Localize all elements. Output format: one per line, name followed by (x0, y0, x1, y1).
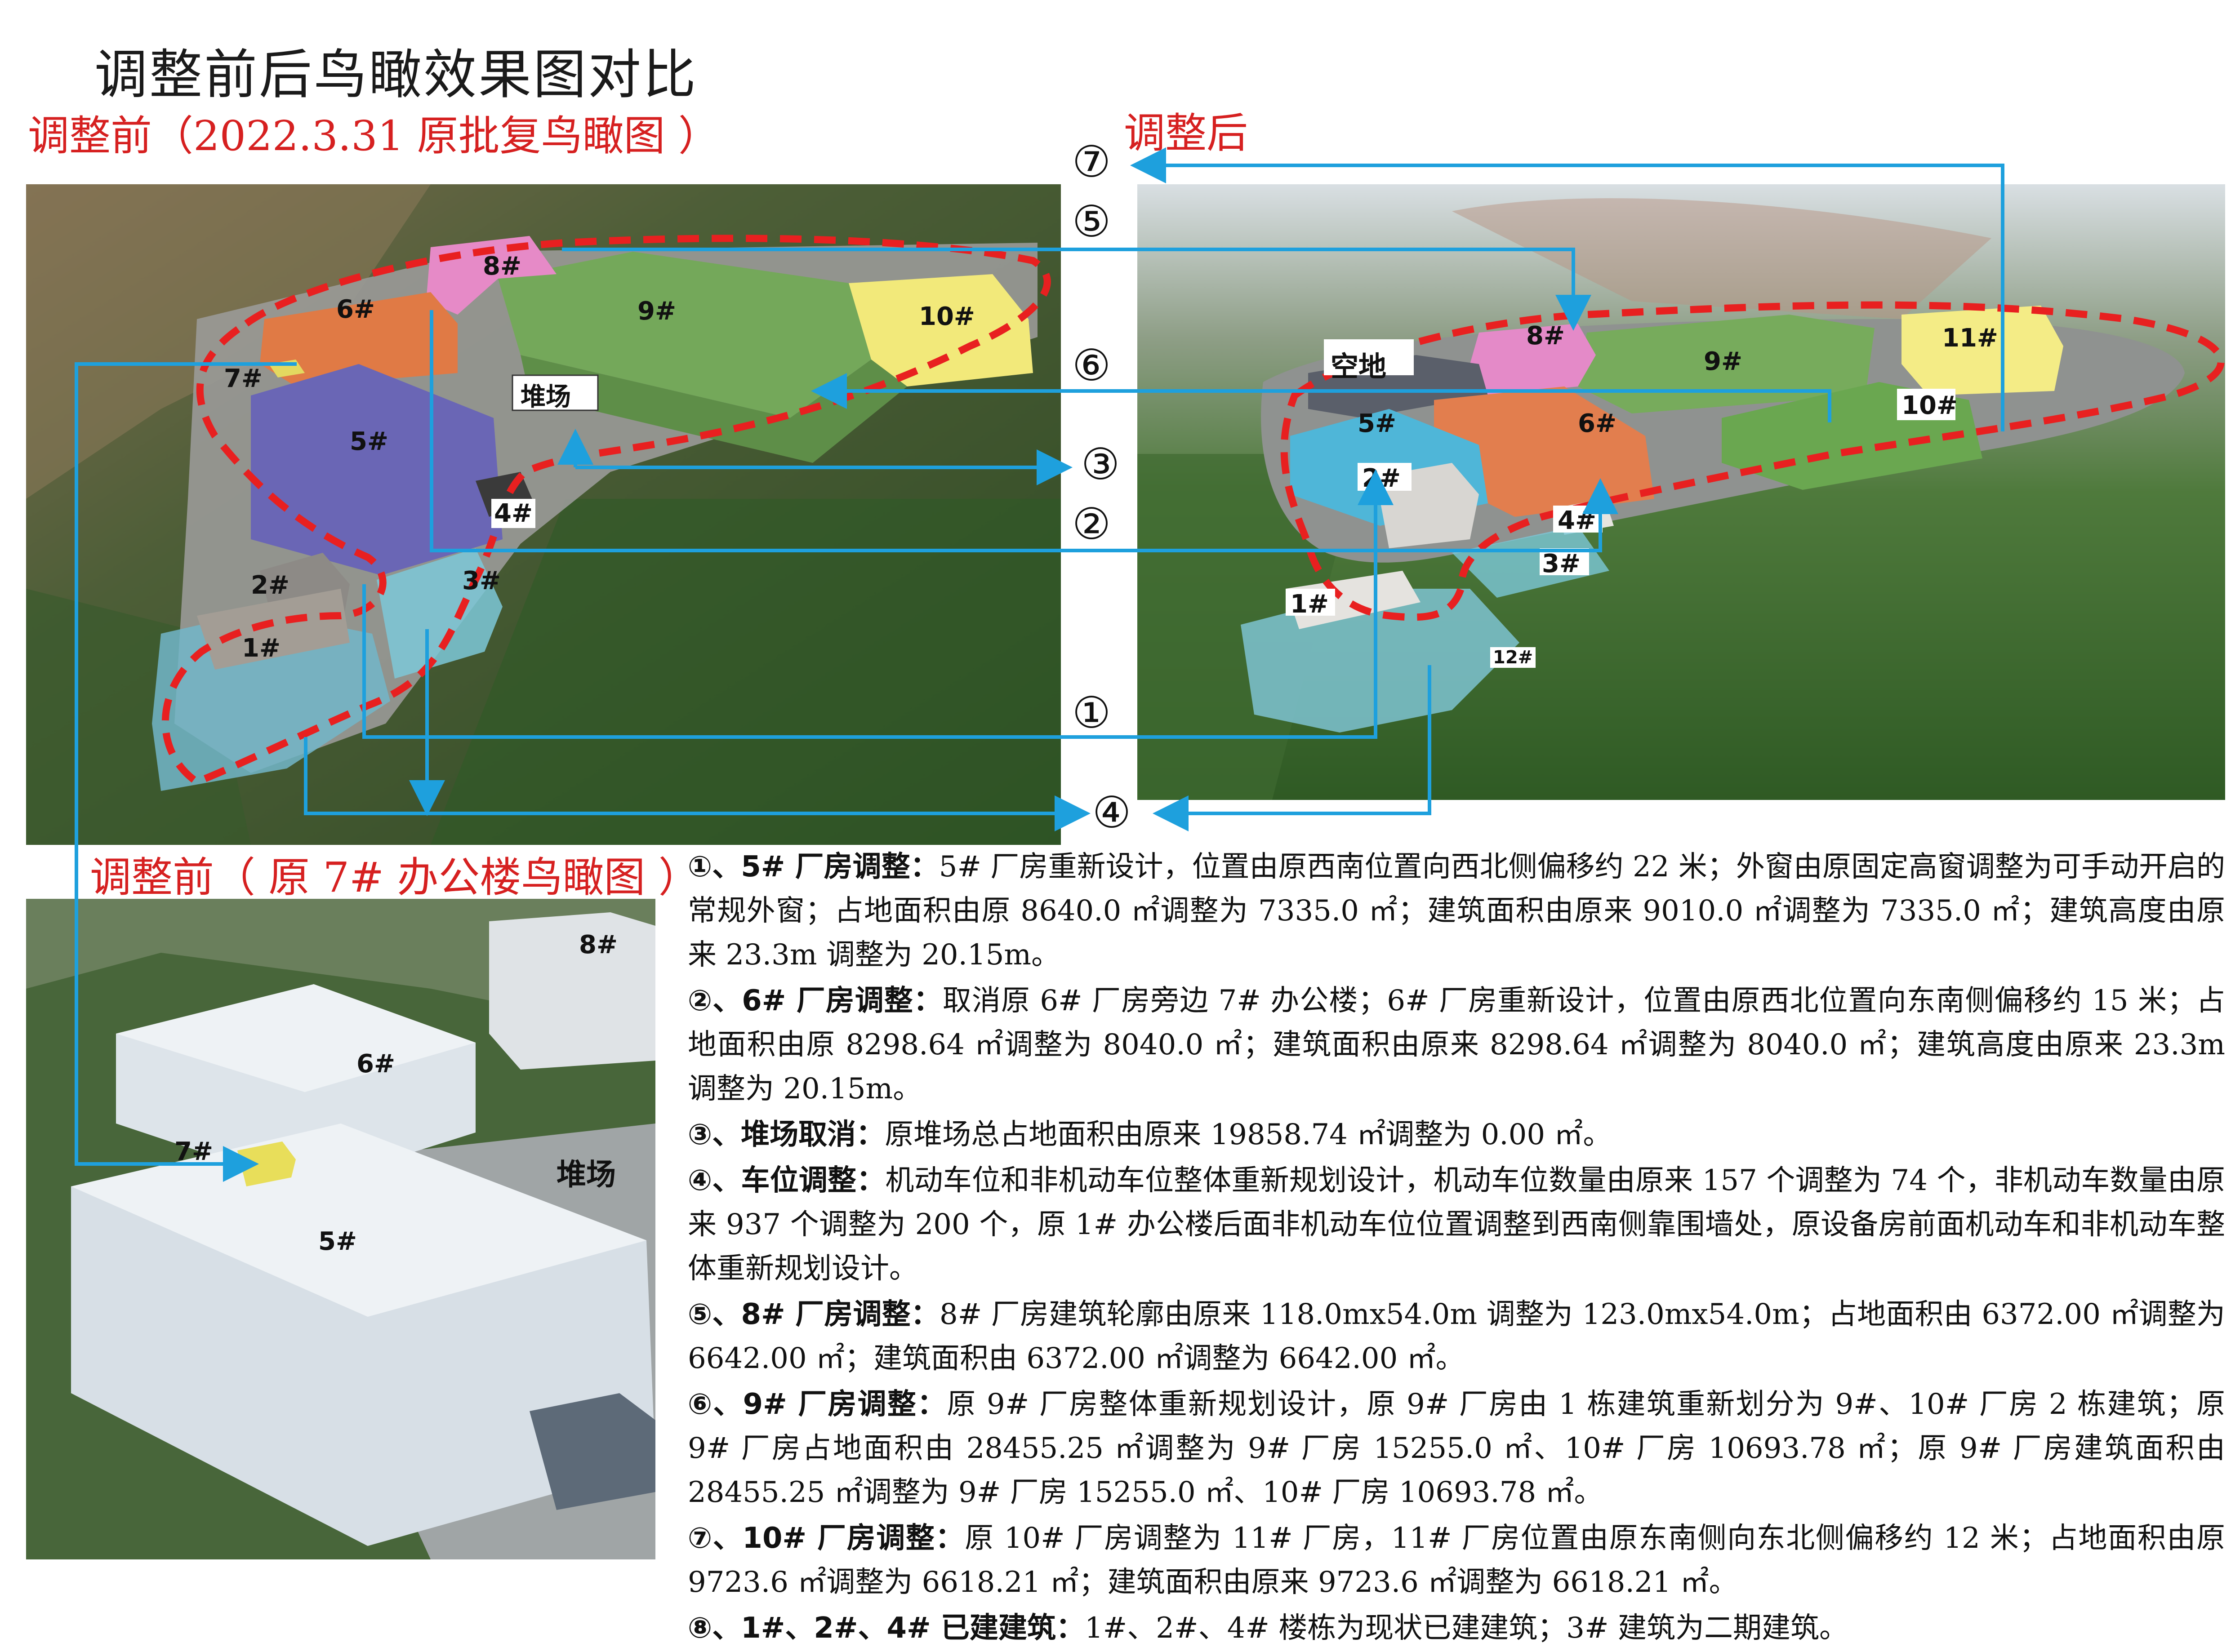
office-label-7: 7# (174, 1137, 213, 1166)
before-heading-date: （2022.3.31 原批复鸟瞰图 ） (152, 112, 720, 160)
note-3: ③、堆场取消：原堆场总占地面积由原来 19858.74 ㎡调整为 0.00 ㎡。 (688, 1118, 1612, 1151)
marker-3: ③ (1081, 439, 1120, 489)
office-aerial-image: 8# 6# 7# 堆场 5# (26, 899, 655, 1559)
before-label-3: 3# (462, 566, 501, 595)
note-8: ⑧、1#、2#、4# 已建建筑：1#、2#、4# 楼栋为现状已建建筑；3# 建筑… (688, 1612, 1848, 1645)
before-label-1: 1# (242, 634, 281, 663)
before-label-2: 2# (251, 571, 289, 600)
note-5: ⑤、8# 厂房调整：8# 厂房建筑轮廓由原来 118.0mx54.0m 调整为 … (688, 1298, 2225, 1375)
after-label-1: 1# (1290, 590, 1329, 619)
arrow-office-7 (75, 362, 297, 1182)
before-label-4: 4# (491, 499, 535, 528)
note-6: ⑥、9# 厂房调整：原 9# 厂房整体重新规划设计，原 9# 厂房由 1 栋建筑… (688, 1388, 2226, 1509)
before-heading: 调整前（2022.3.31 原批复鸟瞰图 ） (28, 102, 720, 162)
note-7: ⑦、10# 厂房调整：原 10# 厂房调整为 11# 厂房，11# 厂房位置由原… (688, 1522, 2225, 1599)
after-label-11: 11# (1942, 324, 1998, 353)
office-aerial-drawing (26, 899, 655, 1559)
arrow-7 (1130, 147, 2004, 431)
arrow-5 (562, 248, 1591, 331)
marker-2: ② (1072, 499, 1111, 549)
marker-1: ① (1072, 688, 1111, 738)
office-label-8: 8# (579, 930, 618, 959)
arrow-4-right (1153, 665, 1431, 831)
arrow-6 (811, 373, 1831, 422)
connector-overlay (75, 147, 2004, 1182)
note-1: ①、5# 厂房调整：5# 厂房重新设计，位置由原西南位置向西北侧偏移约 22 米… (688, 850, 2226, 972)
after-label-empty-lot: 空地 (1331, 350, 1387, 383)
before-label-9: 9# (637, 297, 676, 326)
before-heading-label: 调整前 (28, 112, 152, 160)
marker-7: ⑦ (1072, 137, 1111, 187)
after-label-3: 3# (1542, 549, 1581, 578)
page-title: 调整前后鸟瞰效果图对比 (94, 44, 698, 106)
adjustment-notes: ①、5# 厂房调整：5# 厂房重新设计，位置由原西南位置向西北侧偏移约 22 米… (688, 845, 2225, 1652)
office-label-5: 5# (318, 1227, 357, 1256)
after-aerial-drawing (1137, 184, 2225, 800)
before-label-yard: 堆场 (521, 382, 571, 412)
before-label-8: 8# (483, 252, 521, 281)
after-label-12: 12# (1490, 647, 1536, 668)
before-label-5: 5# (350, 427, 388, 456)
marker-5: ⑤ (1072, 196, 1111, 247)
arrow-2 (430, 310, 1618, 552)
before-label-10: 10# (919, 302, 975, 331)
note-4: ④、车位调整：机动车位和非机动车位整体重新规划设计，机动车位数量由原来 157 … (688, 1164, 2226, 1285)
before-label-6: 6# (336, 295, 375, 324)
arrow-4 (304, 737, 1091, 831)
arrow-1 (362, 469, 1394, 739)
marker-6: ⑥ (1072, 340, 1111, 391)
after-label-6: 6# (1578, 409, 1616, 438)
note-2: ②、6# 厂房调整：取消原 6# 厂房旁边 7# 办公楼；6# 厂房重新设计，位… (688, 984, 2226, 1106)
office-label-6: 6# (356, 1049, 395, 1079)
before-label-7: 7# (224, 364, 263, 393)
after-aerial-image: 8# 9# 11# 10# 空地 5# 6# 2# 4# 3# 1# 12# (1137, 184, 2225, 800)
office-label-yard: 堆场 (557, 1157, 616, 1192)
office-heading: 调整前（ 原 7# 办公楼鸟瞰图 ） (90, 853, 700, 901)
after-label-10: 10# (1901, 391, 1958, 420)
after-label-5: 5# (1358, 409, 1396, 438)
after-label-9: 9# (1704, 347, 1742, 376)
marker-4: ④ (1092, 787, 1131, 838)
